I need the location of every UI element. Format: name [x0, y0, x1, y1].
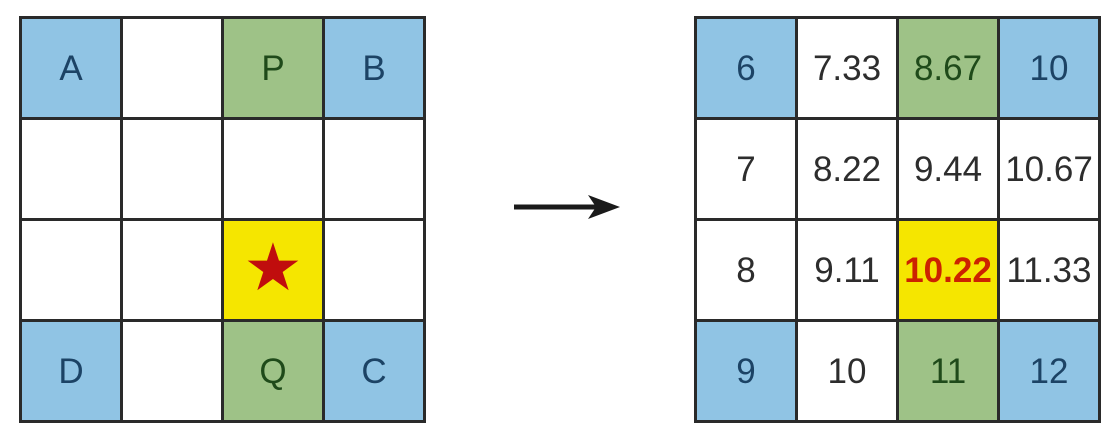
grid-cell: 10	[798, 322, 896, 420]
grid-cell: 8	[697, 221, 795, 319]
grid-cell	[123, 19, 221, 117]
right-arrow-icon	[512, 191, 622, 223]
grid-cell: 7.33	[798, 19, 896, 117]
grid-cell	[123, 221, 221, 319]
grid-cell: 8.67	[899, 19, 997, 117]
star-cell: ★	[224, 221, 322, 319]
grid-cell: 10.67	[1000, 120, 1098, 218]
grid-cell	[22, 120, 120, 218]
grid-cell: D	[22, 322, 120, 420]
grid-cell: 9	[697, 322, 795, 420]
grid-cell: B	[325, 19, 423, 117]
grid-cell: 9.44	[899, 120, 997, 218]
grid-cell: 8.22	[798, 120, 896, 218]
grid-cell: Q	[224, 322, 322, 420]
grid-cell: 12	[1000, 322, 1098, 420]
grid-cell	[325, 221, 423, 319]
grid-cell: 10.22	[899, 221, 997, 319]
grid-cell	[123, 322, 221, 420]
grid-cell: A	[22, 19, 120, 117]
grid-cell	[224, 120, 322, 218]
grid-cell: C	[325, 322, 423, 420]
grid-cell	[325, 120, 423, 218]
grid-cell: 11	[899, 322, 997, 420]
grid-cell	[123, 120, 221, 218]
star-icon: ★	[243, 230, 303, 304]
grid-cell: P	[224, 19, 322, 117]
grid-cell: 6	[697, 19, 795, 117]
grid-cell: 10	[1000, 19, 1098, 117]
grid-cell: 11.33	[1000, 221, 1098, 319]
grid-cell: 7	[697, 120, 795, 218]
grid-cell	[22, 221, 120, 319]
grid-cell: 9.11	[798, 221, 896, 319]
